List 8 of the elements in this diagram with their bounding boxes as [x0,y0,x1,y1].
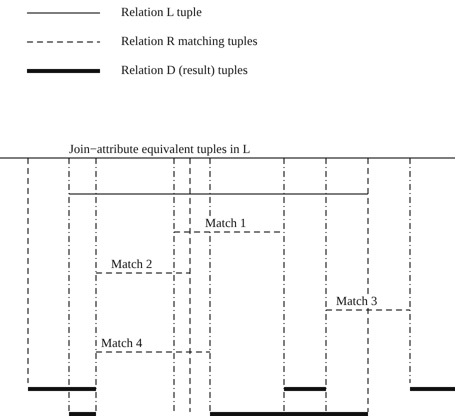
match-label: Match 1 [204,216,248,230]
match-label: Match 3 [335,294,378,308]
legend-text: Relation R matching tuples [120,34,258,48]
match-label: Match 4 [100,336,144,350]
legend-text: Relation L tuple [120,5,203,19]
diagram-title: Join−attribute equivalent tuples in L [68,142,252,156]
legend-text: Relation D (result) tuples [120,63,249,77]
match-label: Match 2 [110,257,154,271]
